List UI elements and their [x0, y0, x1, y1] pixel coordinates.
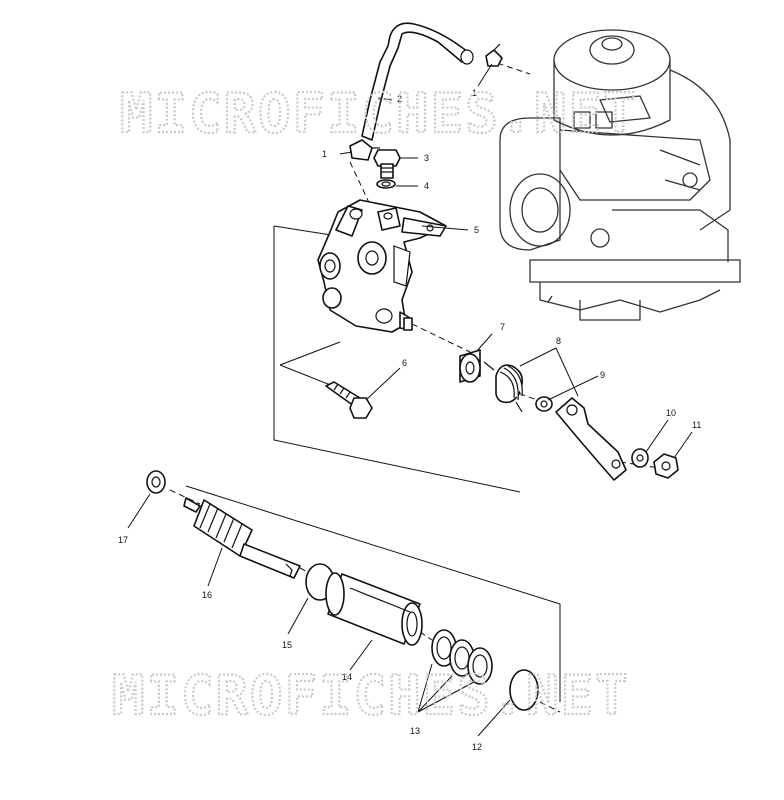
drive-sleeve	[325, 572, 423, 646]
callout-7: 7	[500, 322, 505, 332]
hose-clamp-lower	[349, 139, 380, 161]
callout-8: 8	[556, 336, 561, 346]
callout-13: 13	[410, 726, 420, 736]
callout-10: 10	[666, 408, 676, 418]
sealing-washer	[376, 179, 396, 189]
callout-17: 17	[118, 535, 128, 545]
hose-clamp-upper	[485, 43, 503, 67]
bleed-screw	[373, 149, 401, 179]
collar	[459, 349, 481, 383]
callout-5: 5	[474, 225, 479, 235]
pump-control-lever	[555, 397, 627, 481]
lock-nut	[653, 453, 679, 479]
watermark-top: MICROFICHES.NET	[120, 82, 638, 145]
lever-washer	[631, 448, 649, 468]
callout-12: 12	[472, 742, 482, 752]
callout-labels: 1 2 1 3 4 5 6 7 8 9 10 11 12 13 14 15 16…	[118, 88, 701, 752]
thrust-washer	[146, 470, 166, 494]
mounting-screw	[325, 381, 373, 419]
drive-gear-shaft	[183, 497, 301, 579]
shim-washers	[431, 629, 493, 685]
return-spring	[483, 361, 524, 413]
carburetor-engine-outline	[499, 29, 741, 321]
oil-pump-assembly	[317, 199, 447, 333]
callout-4: 4	[424, 181, 429, 191]
callout-14: 14	[342, 672, 352, 682]
callout-2: 2	[397, 94, 402, 104]
callout-1-lower: 1	[322, 149, 327, 159]
callout-1-upper: 1	[472, 88, 477, 98]
callout-11: 11	[692, 420, 701, 430]
callout-9: 9	[600, 370, 605, 380]
callout-15: 15	[282, 640, 292, 650]
callout-16: 16	[202, 590, 212, 600]
spring-washer	[535, 396, 553, 412]
leader-lines	[127, 63, 693, 737]
oil-hose	[361, 22, 474, 141]
callout-3: 3	[424, 153, 429, 163]
watermark-bottom: MICROFICHES.NET	[112, 664, 630, 727]
callout-6: 6	[402, 358, 407, 368]
o-ring-large	[509, 669, 539, 711]
